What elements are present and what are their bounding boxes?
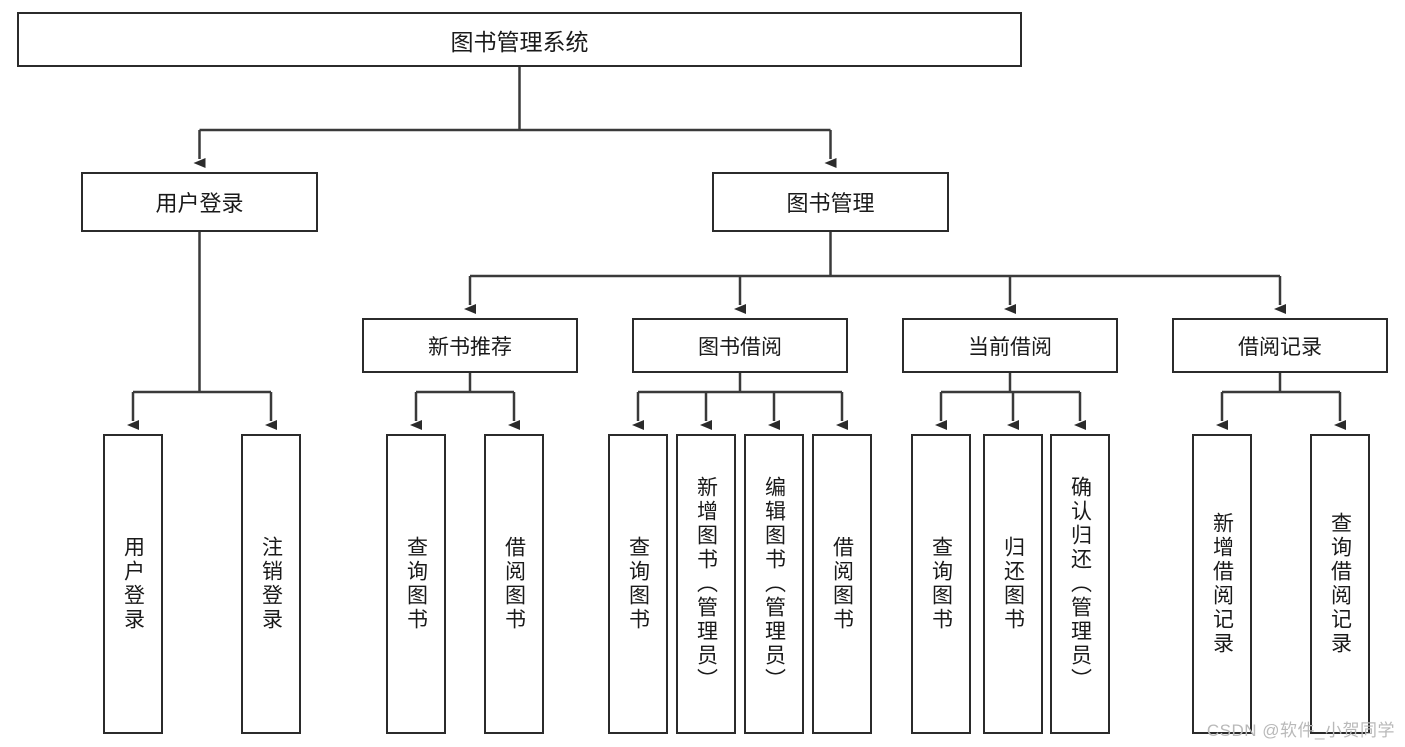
node-leaf-query-book-3[interactable]: 查询图书: [911, 434, 971, 734]
node-leaf-add-book[interactable]: 新增图书（管理员）: [676, 434, 736, 734]
node-label: 借阅图书: [830, 536, 854, 632]
node-label: 查询图书: [626, 536, 650, 632]
node-label: 新增图书（管理员）: [694, 476, 718, 692]
node-records[interactable]: 借阅记录: [1172, 318, 1388, 373]
node-label: 归还图书: [1001, 536, 1025, 632]
node-label: 确认归还（管理员）: [1068, 476, 1092, 692]
node-label: 借阅记录: [1238, 335, 1322, 359]
node-label: 查询图书: [929, 536, 953, 632]
node-leaf-borrow-book-1[interactable]: 借阅图书: [484, 434, 544, 734]
node-borrow[interactable]: 图书借阅: [632, 318, 848, 373]
node-label: 用户登录: [121, 536, 145, 632]
node-leaf-query-book-1[interactable]: 查询图书: [386, 434, 446, 734]
node-leaf-user-logout[interactable]: 注销登录: [241, 434, 301, 734]
node-newbook[interactable]: 新书推荐: [362, 318, 578, 373]
node-label: 用户登录: [155, 191, 244, 216]
node-leaf-query-book-2[interactable]: 查询图书: [608, 434, 668, 734]
node-leaf-query-record[interactable]: 查询借阅记录: [1310, 434, 1370, 734]
node-label: 图书管理: [786, 191, 875, 216]
node-leaf-edit-book[interactable]: 编辑图书（管理员）: [744, 434, 804, 734]
node-label: 图书借阅: [698, 335, 782, 359]
node-leaf-return-book[interactable]: 归还图书: [983, 434, 1043, 734]
node-root[interactable]: 图书管理系统: [17, 12, 1022, 67]
node-label: 查询图书: [404, 536, 428, 632]
node-label: 图书管理系统: [450, 28, 589, 55]
node-label: 当前借阅: [968, 335, 1052, 359]
node-leaf-user-login[interactable]: 用户登录: [103, 434, 163, 734]
node-label: 编辑图书（管理员）: [762, 476, 786, 692]
node-leaf-add-record[interactable]: 新增借阅记录: [1192, 434, 1252, 734]
node-leaf-confirm-return[interactable]: 确认归还（管理员）: [1050, 434, 1110, 734]
node-bookmgmt[interactable]: 图书管理: [712, 172, 949, 232]
node-label: 借阅图书: [502, 536, 526, 632]
node-current[interactable]: 当前借阅: [902, 318, 1118, 373]
node-label: 新书推荐: [428, 335, 512, 359]
node-label: 注销登录: [259, 536, 283, 632]
node-label: 新增借阅记录: [1210, 512, 1234, 656]
node-label: 查询借阅记录: [1328, 512, 1352, 656]
node-login[interactable]: 用户登录: [81, 172, 318, 232]
node-leaf-borrow-book-2[interactable]: 借阅图书: [812, 434, 872, 734]
